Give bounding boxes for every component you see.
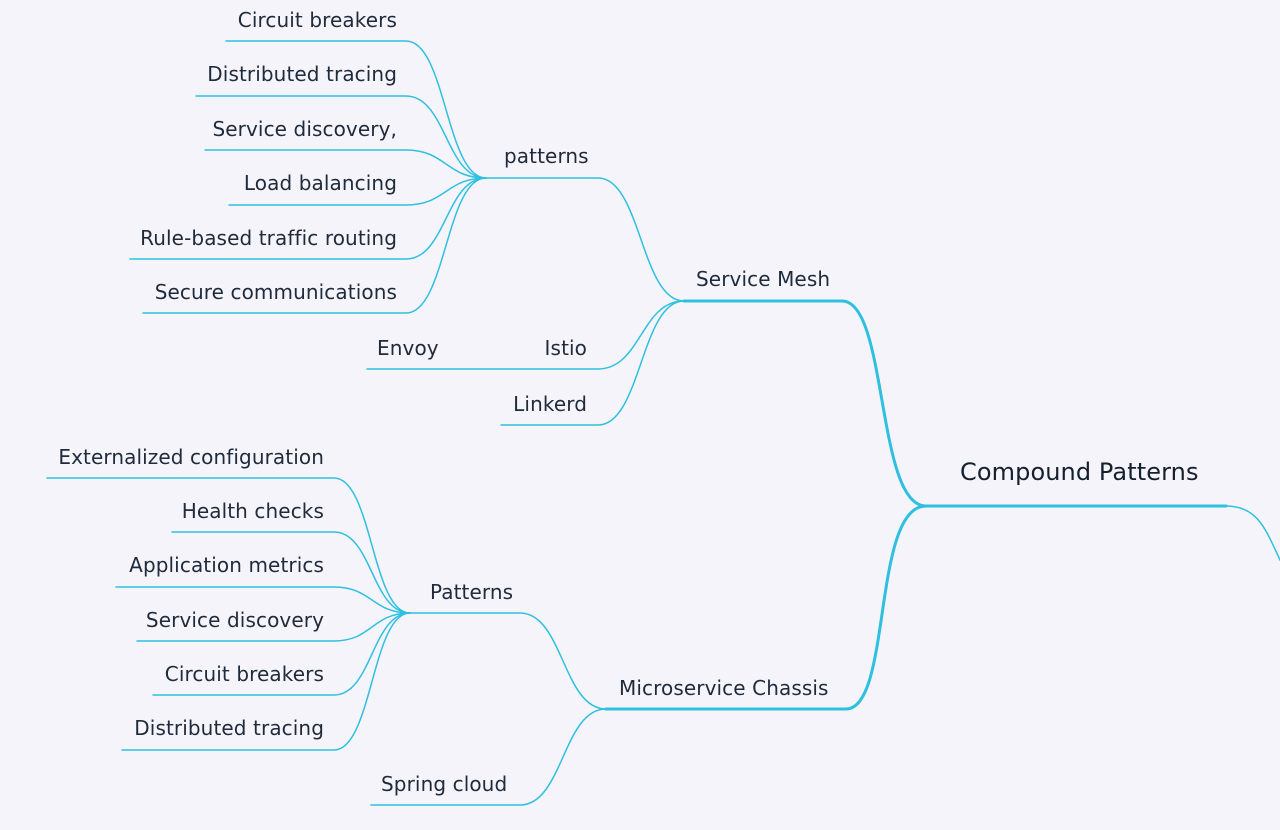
sm-pattern-item[interactable]: Service discovery, <box>212 117 397 141</box>
sm-pattern-connector <box>228 177 487 206</box>
chassis-pattern-item[interactable]: Externalized configuration <box>58 445 324 469</box>
chassis-pattern-item[interactable]: Distributed tracing <box>134 716 324 740</box>
chassis-pattern-connector <box>171 531 411 614</box>
chassis-pattern-connector <box>136 612 411 642</box>
chassis-patterns-node[interactable]: Patterns <box>430 580 514 604</box>
sm-pattern-connector <box>204 149 487 179</box>
istio-connector <box>366 300 685 370</box>
sm-pattern-item[interactable]: Rule-based traffic routing <box>140 226 397 250</box>
sm-pattern-connector <box>142 177 487 314</box>
chassis-pattern-item[interactable]: Service discovery <box>145 608 324 632</box>
spring-cloud-connector <box>370 708 607 806</box>
chassis-pattern-connector <box>115 586 411 614</box>
linkerd-node[interactable]: Linkerd <box>513 392 587 416</box>
sm-patterns-connector <box>485 177 685 302</box>
chassis-pattern-item[interactable]: Health checks <box>181 499 324 523</box>
chassis-pattern-connector <box>121 612 411 751</box>
chassis-pattern-connector <box>46 477 411 614</box>
sm-pattern-connector <box>129 177 487 260</box>
chassis-patterns-connector <box>409 612 607 710</box>
spring-cloud-node[interactable]: Spring cloud <box>381 772 508 796</box>
root-node[interactable]: Compound Patterns <box>960 458 1199 486</box>
envoy-node[interactable]: Envoy <box>377 336 439 360</box>
sm-pattern-item[interactable]: Distributed tracing <box>207 62 397 86</box>
service-mesh-node[interactable]: Service Mesh <box>696 267 831 291</box>
chassis-pattern-item[interactable]: Application metrics <box>129 553 324 577</box>
istio-node[interactable]: Istio <box>544 336 587 360</box>
sm-pattern-item[interactable]: Load balancing <box>243 171 397 195</box>
sm-pattern-connector <box>195 95 487 179</box>
chassis-pattern-connector <box>152 612 411 696</box>
service-mesh-connector <box>682 299 928 508</box>
sm-patterns-node[interactable]: patterns <box>504 144 589 168</box>
sm-pattern-item[interactable]: Circuit breakers <box>237 8 397 32</box>
sm-pattern-connector <box>225 40 487 179</box>
linkerd-connector <box>500 300 685 426</box>
chassis-pattern-item[interactable]: Circuit breakers <box>164 662 324 686</box>
sm-pattern-item[interactable]: Secure communications <box>154 280 397 304</box>
chassis-connector <box>604 504 928 711</box>
root-exit-connector <box>1225 505 1280 561</box>
chassis-node[interactable]: Microservice Chassis <box>619 676 829 700</box>
